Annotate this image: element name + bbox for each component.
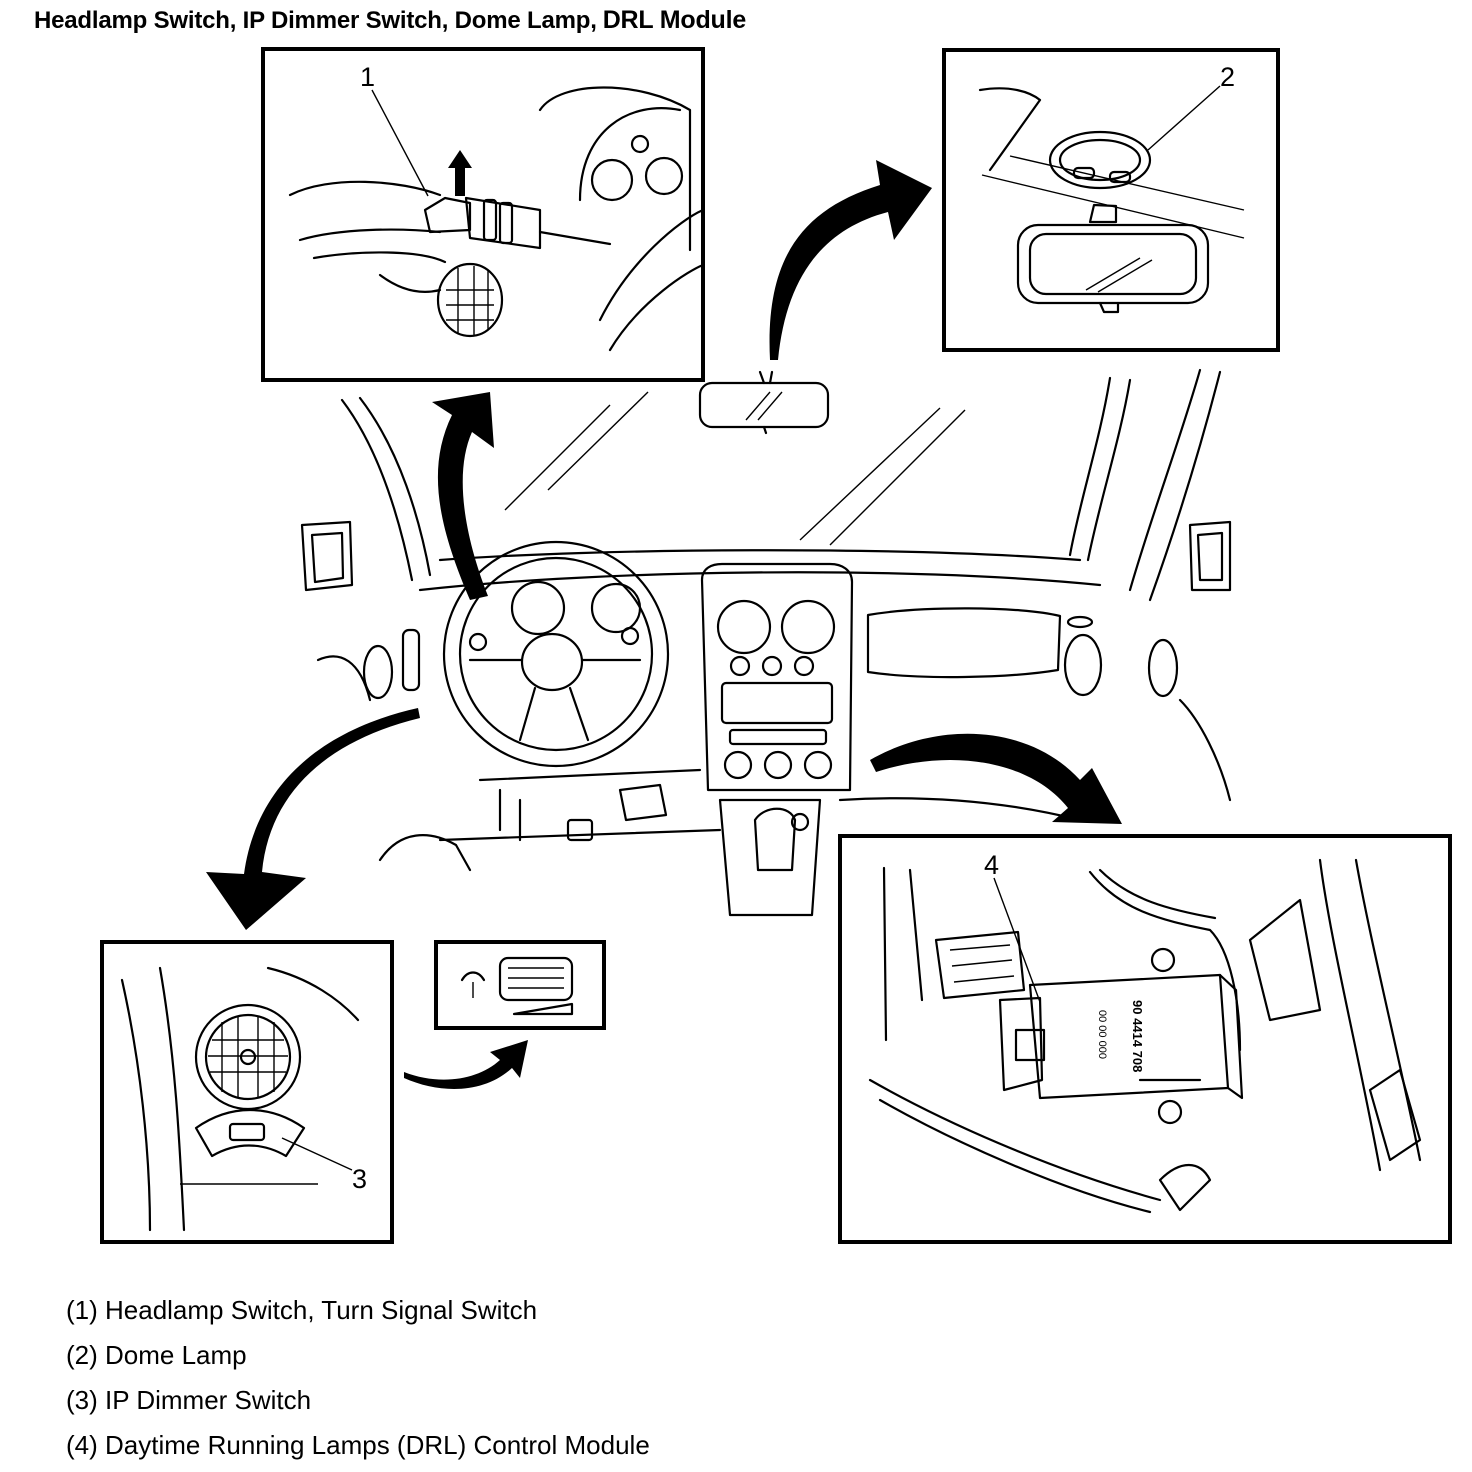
legend-item-4: (4) Daytime Running Lamps (DRL) Control … <box>66 1430 650 1460</box>
callout-2: 2 <box>1220 62 1235 92</box>
legend-item-1: (1) Headlamp Switch, Turn Signal Switch <box>66 1295 538 1325</box>
dashboard-drawing <box>300 368 1232 917</box>
arrow-to-dome-lamp <box>769 160 932 360</box>
title-main: Headlamp Switch, IP Dimmer Switch, Dome … <box>34 7 597 34</box>
callout-4: 4 <box>984 850 999 880</box>
pointer-arrows <box>206 160 1122 1089</box>
callout-1: 1 <box>360 62 375 92</box>
callout-3: 3 <box>352 1164 367 1194</box>
arrow-to-drl-module <box>870 733 1122 824</box>
legend-item-3: (3) IP Dimmer Switch <box>66 1385 312 1415</box>
ip-dimmer-switch-detail: 3 <box>100 940 394 1244</box>
drl-module-detail: 90 4414 708 00 00 000 4 <box>838 834 1452 1244</box>
headlamp-switch-detail: 1 <box>261 47 705 382</box>
legend: (1) Headlamp Switch, Turn Signal Switch … <box>66 1288 650 1468</box>
module-code: 00 00 000 <box>1096 1010 1108 1059</box>
arrow-to-dimmer-detail <box>404 1040 528 1089</box>
module-label: 90 4414 708 00 00 000 <box>1096 1000 1145 1072</box>
dome-lamp-detail: 2 <box>942 48 1280 352</box>
title-drl: DRL Module <box>602 6 747 34</box>
dimmer-switch-closeup <box>434 940 606 1030</box>
module-part-number: 90 4414 708 <box>1130 1000 1145 1072</box>
diagram-title: Headlamp Switch, IP Dimmer Switch, Dome … <box>34 6 746 35</box>
legend-item-2: (2) Dome Lamp <box>66 1340 247 1370</box>
arrow-to-headlamp-switch <box>432 392 494 600</box>
arrow-to-dimmer-switch <box>206 708 420 930</box>
